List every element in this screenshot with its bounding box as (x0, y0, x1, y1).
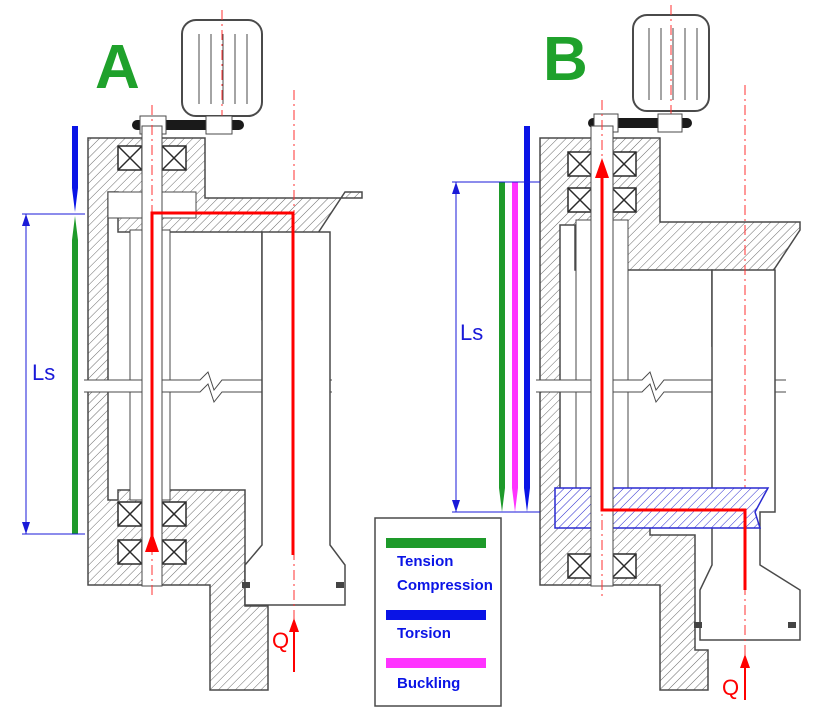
load-path-a (145, 211, 295, 555)
span-label-a: Ls (32, 360, 55, 385)
span-label-b: Ls (460, 320, 483, 345)
legend-label-buckling: Buckling (397, 675, 460, 692)
panel-b-label: B (543, 25, 588, 94)
legend-swatch-torsion (386, 610, 486, 620)
load-path-b (595, 158, 747, 590)
stress-bars-a (72, 126, 78, 534)
load-arrow-b (740, 654, 750, 700)
load-label-a: Q (272, 628, 289, 653)
load-arrow-a (289, 618, 299, 672)
legend-label-compression: Compression (397, 577, 493, 594)
dimension-b (452, 181, 540, 513)
legend-label-tension: Tension (397, 553, 453, 570)
motor-a (181, 10, 263, 130)
legend-label-torsion: Torsion (397, 625, 451, 642)
bearings-a (117, 145, 187, 565)
column-b (694, 85, 801, 665)
panel-a: A (22, 10, 363, 691)
load-label-b: Q (722, 675, 739, 700)
panel-b: B (452, 5, 801, 700)
bracket-b (554, 487, 770, 529)
motor-b (632, 5, 710, 130)
panel-a-label: A (95, 33, 140, 102)
stress-bars-b (499, 126, 530, 512)
legend: Tension Compression Torsion Buckling (374, 517, 502, 707)
dimension-a (22, 213, 85, 535)
legend-swatch-buckling (386, 658, 486, 668)
legend-swatch-tension (386, 538, 486, 548)
